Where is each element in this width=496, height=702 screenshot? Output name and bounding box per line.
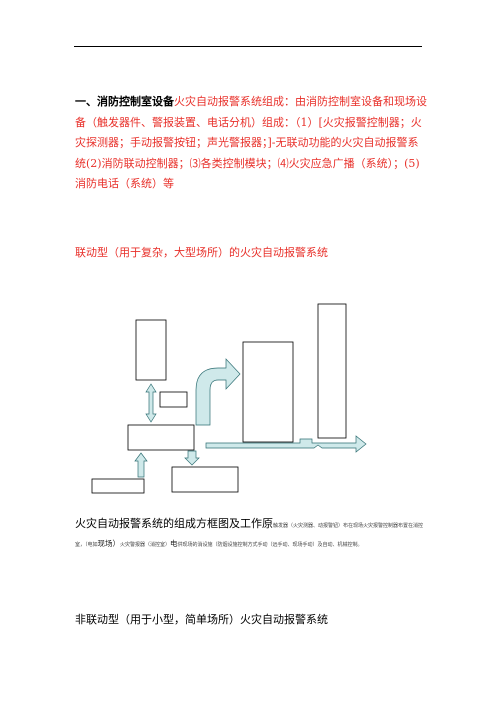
diagram-caption: 火灾自动报警系统的组成方框图及工作原触发器（火灾测器、动报警钮）布在现场火灾报警… bbox=[75, 515, 425, 552]
bottom-right-box bbox=[171, 466, 239, 493]
linked-system-heading: 联动型（用于复杂，大型场所）的火灾自动报警系统 bbox=[75, 246, 328, 259]
composition-paragraph: 一、消防控制室设备火灾自动报警系统组成：由消防控制室设备和现场设备（触发器件、警… bbox=[75, 92, 427, 195]
composition-text: 火灾自动报警系统组成：由消防控制室设备和现场设备（触发器件、警报装置、电话分机）… bbox=[75, 95, 427, 190]
caption-part-3: 火灾警报器（消控室） bbox=[120, 541, 171, 548]
curved-arrow-icon bbox=[195, 358, 241, 426]
section-heading: 一、消防控制室设备 bbox=[75, 95, 174, 108]
small-middle-box bbox=[159, 391, 188, 408]
large-right-box bbox=[242, 341, 294, 443]
header-rule bbox=[74, 46, 422, 47]
caption-title: 火灾自动报警系统的组成方框图及工作原 bbox=[75, 517, 273, 530]
flat-right-arrow-icon bbox=[205, 435, 367, 453]
caption-part-1: 触发器（火灾测器、动报警钮）布在现场火灾报警控制器布置在消控室，（电如 bbox=[75, 523, 424, 548]
left-tall-box bbox=[135, 319, 167, 381]
caption-part-4: 电 bbox=[170, 538, 178, 548]
tall-far-right-box bbox=[317, 303, 347, 439]
nonlinked-system-heading: 非联动型（用于小型，简单场所）火灾自动报警系统 bbox=[75, 613, 328, 626]
caption-part-5: 供现场的消设施（防烟设施控制方式手动（远手动、现场手动）及自动、机械控制。 bbox=[177, 541, 363, 548]
down-arrow-icon bbox=[184, 450, 200, 466]
up-arrow-icon bbox=[134, 452, 148, 478]
bottom-left-box bbox=[91, 478, 145, 494]
central-wide-box bbox=[127, 424, 195, 451]
bidirectional-arrow-icon bbox=[145, 383, 157, 423]
caption-part-2: 现场） bbox=[97, 538, 121, 548]
